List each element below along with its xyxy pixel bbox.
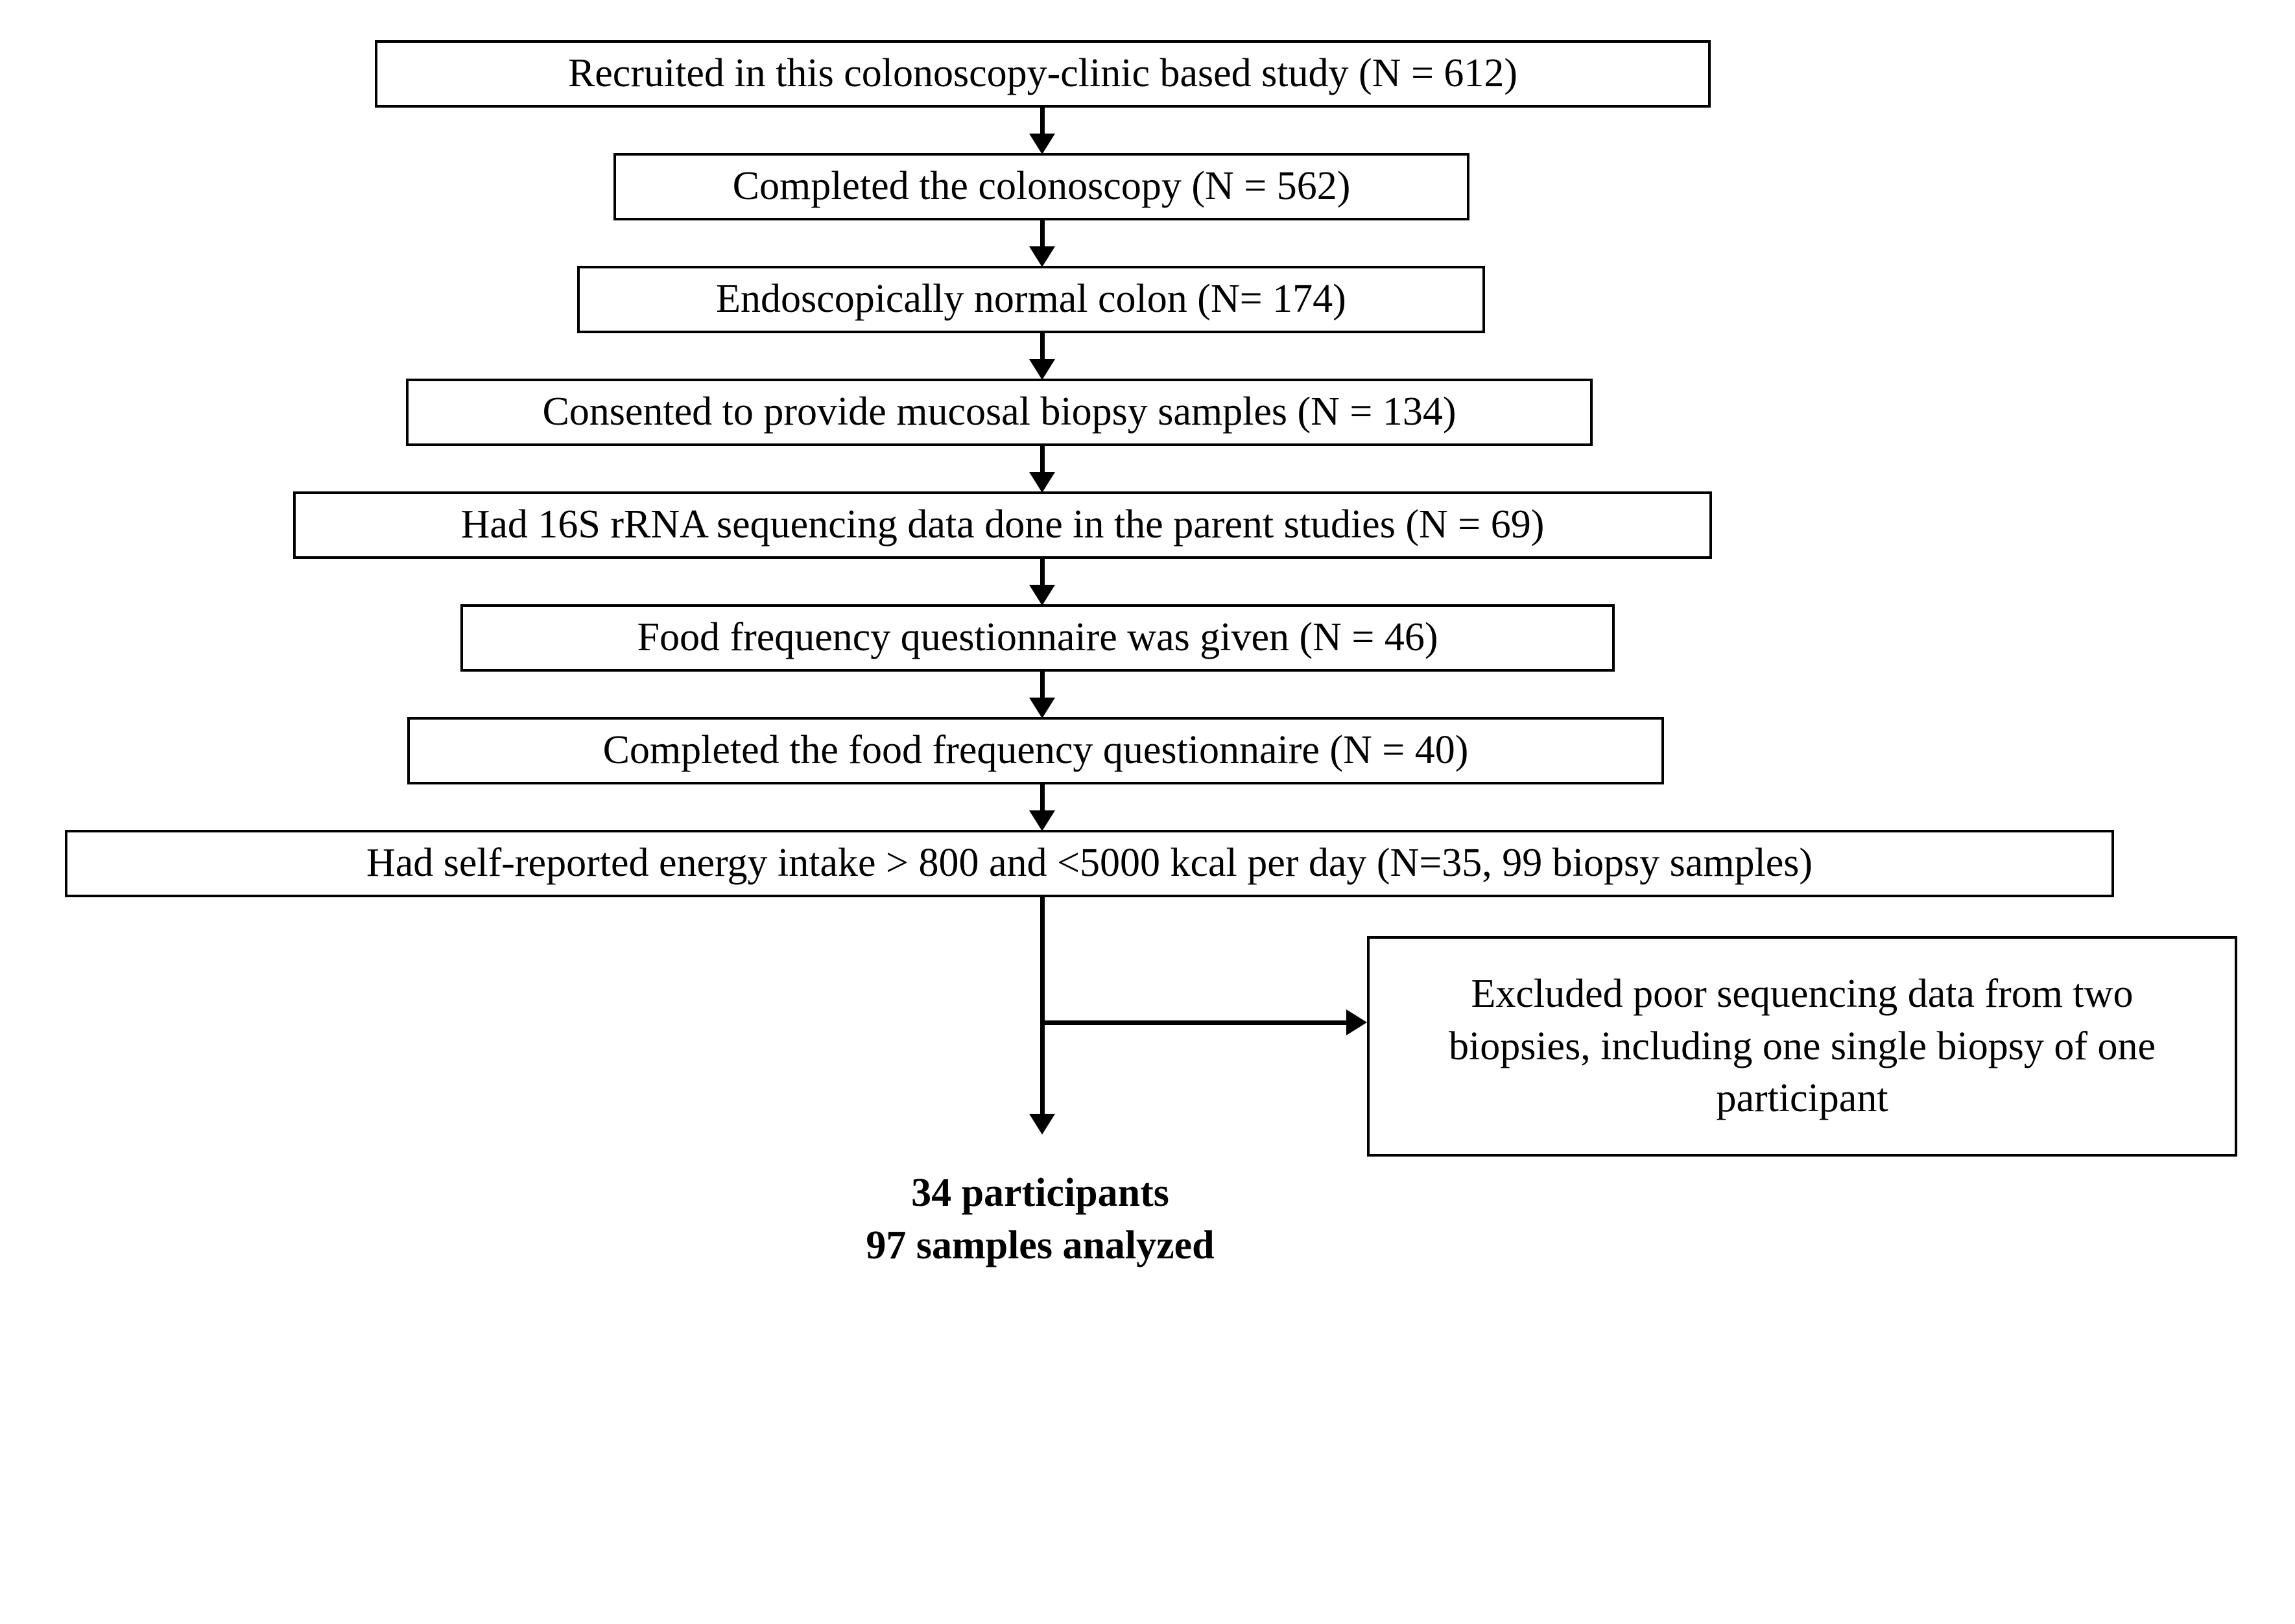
node-completed-colonoscopy-label: Completed the colonoscopy (N = 562) bbox=[732, 164, 1351, 209]
node-energy-intake-label: Had self-reported energy intake > 800 an… bbox=[366, 841, 1813, 886]
node-recruited: Recruited in this colonoscopy-clinic bas… bbox=[375, 40, 1711, 108]
edge-energy-to-final-stem bbox=[1040, 897, 1045, 1119]
node-normal-colon: Endoscopically normal colon (N= 174) bbox=[577, 266, 1485, 333]
edge-recruited-to-completed-line bbox=[1040, 108, 1045, 139]
edge-recruited-to-completed-arrowhead bbox=[1029, 134, 1055, 154]
node-recruited-label: Recruited in this colonoscopy-clinic bas… bbox=[567, 51, 1518, 96]
edge-sequencing-to-ffq-given-arrowhead bbox=[1029, 585, 1055, 606]
edge-consented-to-sequencing-line bbox=[1040, 446, 1045, 477]
edge-completed-to-normal-arrowhead bbox=[1029, 246, 1055, 267]
final-outcome-participants: 34 participants bbox=[911, 1171, 1169, 1215]
node-ffq-given: Food frequency questionnaire was given (… bbox=[460, 604, 1615, 672]
node-ffq-completed-label: Completed the food frequency questionnai… bbox=[602, 728, 1469, 773]
node-ffq-given-label: Food frequency questionnaire was given (… bbox=[637, 615, 1438, 660]
edge-energy-to-final-arrowhead bbox=[1029, 1114, 1055, 1135]
node-ffq-completed: Completed the food frequency questionnai… bbox=[407, 717, 1664, 784]
edge-ffq-given-to-ffq-completed-arrowhead bbox=[1029, 698, 1055, 718]
node-sequencing-data: Had 16S rRNA sequencing data done in the… bbox=[293, 491, 1712, 559]
node-completed-colonoscopy: Completed the colonoscopy (N = 562) bbox=[613, 153, 1469, 220]
final-outcome: 34 participants 97 samples analyzed bbox=[716, 1167, 1364, 1271]
final-outcome-samples: 97 samples analyzed bbox=[866, 1223, 1215, 1267]
node-sequencing-data-label: Had 16S rRNA sequencing data done in the… bbox=[460, 502, 1545, 547]
edge-normal-to-consented-line bbox=[1040, 333, 1045, 364]
edge-energy-to-excluded-line bbox=[1040, 1020, 1350, 1025]
node-energy-intake: Had self-reported energy intake > 800 an… bbox=[65, 830, 2114, 897]
node-excluded-label: Excluded poor sequencing data from two b… bbox=[1448, 972, 2156, 1121]
edge-ffq-given-to-ffq-completed-line bbox=[1040, 672, 1045, 703]
edge-energy-to-excluded-arrowhead bbox=[1346, 1009, 1367, 1035]
node-excluded: Excluded poor sequencing data from two b… bbox=[1367, 936, 2237, 1157]
edge-normal-to-consented-arrowhead bbox=[1029, 359, 1055, 380]
node-consented-biopsy-label: Consented to provide mucosal biopsy samp… bbox=[542, 390, 1457, 434]
edge-ffq-completed-to-energy-line bbox=[1040, 784, 1045, 816]
node-normal-colon-label: Endoscopically normal colon (N= 174) bbox=[716, 277, 1346, 322]
edge-consented-to-sequencing-arrowhead bbox=[1029, 472, 1055, 493]
node-consented-biopsy: Consented to provide mucosal biopsy samp… bbox=[406, 379, 1593, 446]
edge-ffq-completed-to-energy-arrowhead bbox=[1029, 810, 1055, 831]
edge-completed-to-normal-line bbox=[1040, 220, 1045, 252]
edge-sequencing-to-ffq-given-line bbox=[1040, 559, 1045, 590]
